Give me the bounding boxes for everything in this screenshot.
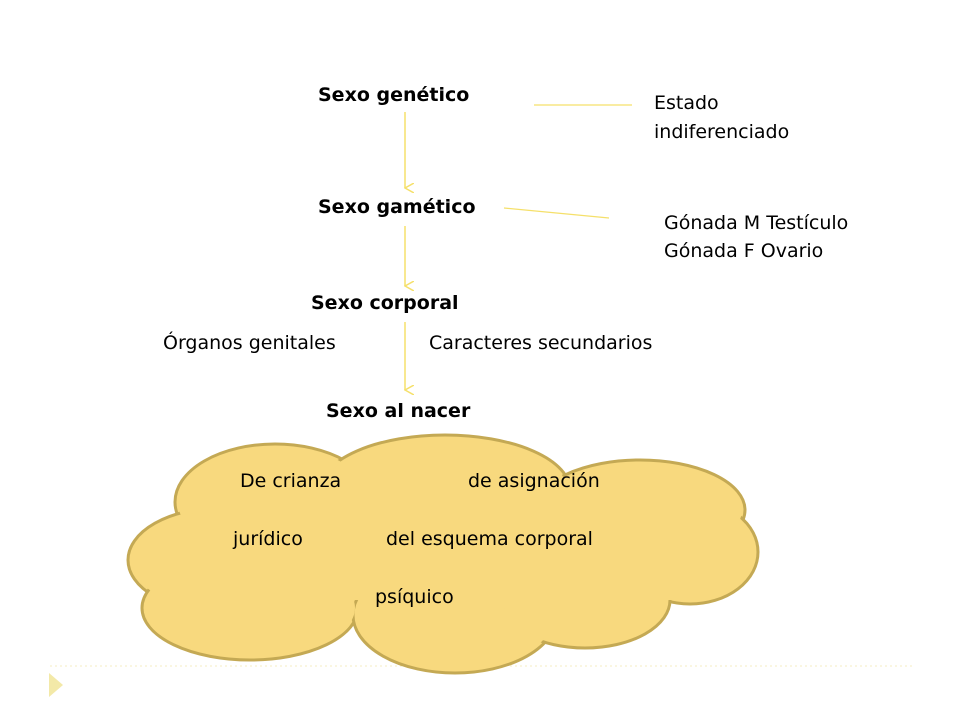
- note-caracteres-secundarios: Caracteres secundarios: [429, 332, 653, 354]
- note-estado: Estado: [654, 92, 719, 114]
- note-gonada-m: Gónada M Testículo: [664, 212, 849, 234]
- connector-gametico-to-gonada: [503, 207, 610, 219]
- note-gonada-f: Gónada F Ovario: [664, 240, 824, 262]
- cloud-de-asignacion: de asignación: [468, 470, 600, 492]
- triangle-bullet-icon: [49, 673, 63, 697]
- note-indiferenciado: indiferenciado: [654, 121, 790, 143]
- cloud-psiquico: psíquico: [375, 586, 454, 608]
- node-sexo-corporal: Sexo corporal: [311, 292, 459, 314]
- note-organos-genitales: Órganos genitales: [163, 332, 336, 354]
- cloud-esquema-corporal: del esquema corporal: [386, 528, 593, 550]
- node-sexo-al-nacer: Sexo al nacer: [326, 400, 471, 422]
- cloud-de-crianza: De crianza: [240, 470, 342, 492]
- cloud-juridico: jurídico: [233, 528, 303, 550]
- node-sexo-gametico: Sexo gamético: [318, 196, 476, 218]
- node-sexo-genetico: Sexo genético: [318, 84, 470, 106]
